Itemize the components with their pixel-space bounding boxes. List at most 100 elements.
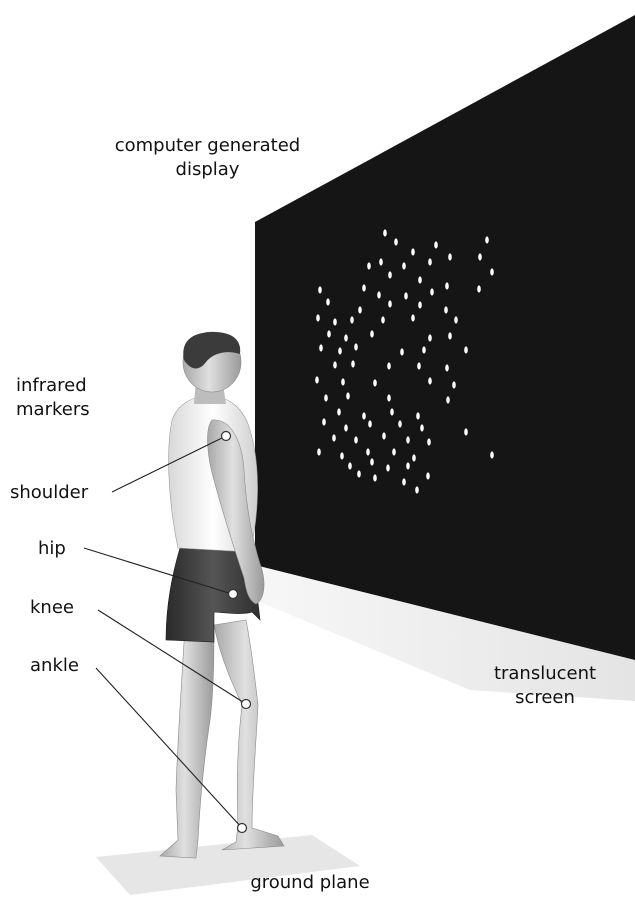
point-light-dot [319, 344, 323, 351]
point-light-dot [404, 292, 408, 299]
point-light-dot [332, 434, 336, 441]
point-light-dot [379, 258, 383, 265]
point-light-dot [377, 291, 381, 298]
point-light-dot [390, 408, 394, 415]
point-light-dot [322, 418, 326, 425]
back-leg [160, 625, 214, 858]
point-light-dot [415, 486, 419, 493]
display-label-line2: display [100, 158, 315, 182]
point-light-dot [398, 420, 402, 427]
screen-label-line1: translucent [470, 662, 620, 686]
point-light-dot [344, 424, 348, 431]
point-light-dot [411, 314, 415, 321]
markers-label-line1: infrared [16, 374, 90, 398]
point-light-dot [370, 330, 374, 337]
point-light-dot [430, 288, 434, 295]
point-light-dot [326, 298, 330, 305]
point-light-dot [386, 464, 390, 471]
point-light-dot [344, 334, 348, 341]
ground-plane-label: ground plane [210, 871, 410, 895]
point-light-dot [420, 424, 424, 431]
point-light-dot [348, 462, 352, 469]
point-light-dot [388, 300, 392, 307]
point-light-dot [402, 478, 406, 485]
point-light-dot [445, 282, 449, 289]
point-light-dot [318, 286, 322, 293]
point-light-dot [485, 236, 489, 243]
point-light-dot [381, 316, 385, 323]
markers-label-line2: markers [16, 398, 90, 422]
point-light-dot [394, 238, 398, 245]
front-leg [214, 620, 284, 850]
display-label-line1: computer generated [100, 134, 315, 158]
point-light-dot [445, 364, 449, 371]
ankle-label: ankle [30, 654, 79, 678]
shoulder-marker [222, 432, 231, 441]
point-light-dot [444, 306, 448, 313]
point-light-dot [358, 306, 362, 313]
point-light-dot [427, 438, 431, 445]
point-light-dot [350, 316, 354, 323]
point-light-dot [333, 318, 337, 325]
point-light-dot [362, 284, 366, 291]
markers-label: infrared markers [16, 374, 90, 422]
shoulder-label: shoulder [10, 481, 88, 505]
point-light-dot [382, 432, 386, 439]
point-light-dot [327, 330, 331, 337]
point-light-dot [406, 436, 410, 443]
hip-label: hip [38, 537, 66, 561]
point-light-dot [418, 276, 422, 283]
point-light-dot [454, 316, 458, 323]
screen-label: translucent screen [470, 662, 620, 710]
point-light-dot [452, 381, 456, 388]
point-light-dot [392, 448, 396, 455]
ankle-leader-line [96, 668, 242, 828]
point-light-dot [434, 241, 438, 248]
point-light-dot [338, 347, 342, 354]
point-light-dot [351, 360, 355, 367]
point-light-dot [490, 268, 494, 275]
point-light-dot [367, 262, 371, 269]
point-light-dot [477, 285, 481, 292]
knee-marker [242, 700, 251, 709]
point-light-dot [370, 458, 374, 465]
point-light-dot [315, 376, 319, 383]
display-label: computer generated display [100, 134, 315, 182]
point-light-dot [412, 454, 416, 461]
point-light-dot [464, 346, 468, 353]
point-light-dot [400, 348, 404, 355]
point-light-dot [337, 408, 341, 415]
point-light-dot [354, 436, 358, 443]
ankle-marker [238, 824, 247, 833]
translucent-screen [255, 15, 635, 660]
point-light-dot [373, 474, 377, 481]
point-light-dot [448, 253, 452, 260]
point-light-dot [383, 229, 387, 236]
point-light-dot [446, 396, 450, 403]
point-light-dot [316, 314, 320, 321]
hip-marker [229, 590, 238, 599]
point-light-dot [478, 253, 482, 260]
point-light-dot [341, 378, 345, 385]
point-light-dot [416, 412, 420, 419]
point-light-dot [426, 472, 430, 479]
point-light-dot [357, 470, 361, 477]
point-light-dot [346, 392, 350, 399]
point-light-dot [464, 428, 468, 435]
point-light-dot [406, 462, 410, 469]
point-light-dot [422, 346, 426, 353]
point-light-dot [428, 377, 432, 384]
knee-label: knee [30, 596, 74, 620]
point-light-dot [324, 394, 328, 401]
point-light-dot [368, 420, 372, 427]
point-light-dot [428, 258, 432, 265]
point-light-dot [402, 262, 406, 269]
point-light-dot [490, 451, 494, 458]
point-light-dot [340, 452, 344, 459]
point-light-dot [411, 248, 415, 255]
point-light-dot [373, 379, 377, 386]
screen-label-line2: screen [470, 686, 620, 710]
point-light-dot [354, 343, 358, 350]
